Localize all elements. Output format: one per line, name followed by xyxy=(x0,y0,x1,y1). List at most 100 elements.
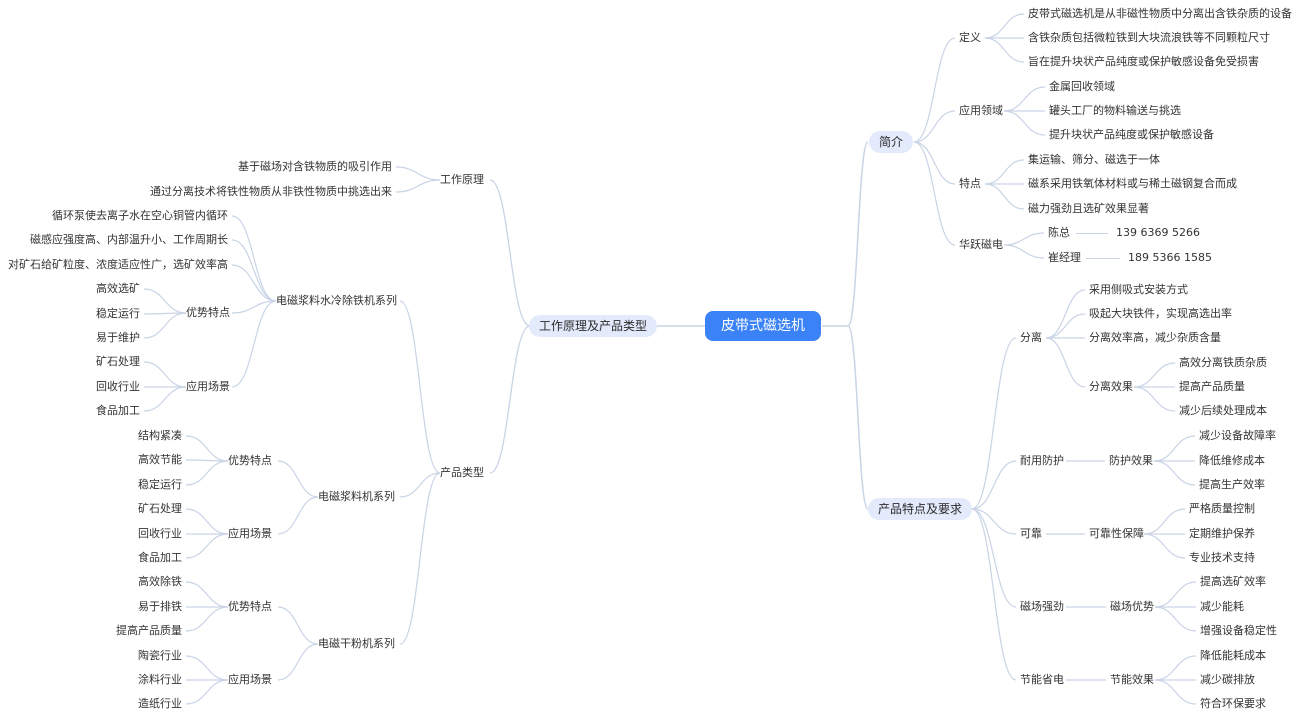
wet-cool-application[interactable]: 矿石处理 xyxy=(96,355,140,368)
slurry-application[interactable]: 食品加工 xyxy=(138,551,182,564)
contact-name[interactable]: 陈总 xyxy=(1048,226,1070,239)
connector xyxy=(277,460,319,498)
durable-node[interactable]: 耐用防护 xyxy=(1020,454,1064,467)
slurry-advantage[interactable]: 结构紧凑 xyxy=(138,429,182,442)
wet-cool-application[interactable]: 回收行业 xyxy=(96,380,140,393)
connector xyxy=(1133,362,1176,388)
product-types-node[interactable]: 产品类型 xyxy=(440,466,484,479)
application-field-item[interactable]: 罐头工厂的物料输送与挑选 xyxy=(1049,104,1181,117)
connector xyxy=(1003,232,1045,246)
magnetic-node[interactable]: 磁场强劲 xyxy=(1020,600,1064,613)
magnetic-advantage-item[interactable]: 增强设备稳定性 xyxy=(1200,624,1277,637)
wet-cool-application[interactable]: 食品加工 xyxy=(96,404,140,417)
magnetic-advantage-item[interactable]: 减少能耗 xyxy=(1200,600,1244,613)
wet-cool-note[interactable]: 循环泵使去离子水在空心铜管内循环 xyxy=(52,209,228,222)
separation-item[interactable]: 分离效率高，减少杂质含量 xyxy=(1089,331,1221,344)
working-principle-node[interactable]: 工作原理 xyxy=(440,173,484,186)
wet-cool-advantages-node[interactable]: 优势特点 xyxy=(186,306,230,319)
separation-item[interactable]: 采用侧吸式安装方式 xyxy=(1089,283,1188,296)
contact-name[interactable]: 崔经理 xyxy=(1048,251,1081,264)
wet-cool-advantage[interactable]: 易于维护 xyxy=(96,331,140,344)
feature-item[interactable]: 磁系采用铁氧体材料或与稀土磁钢复合而成 xyxy=(1028,177,1237,190)
application-field-item[interactable]: 提升块状产品纯度或保护敏感设备 xyxy=(1049,128,1214,141)
root-node[interactable]: 皮带式磁选机 xyxy=(705,311,821,341)
connector xyxy=(1154,606,1197,632)
energy-node[interactable]: 节能省电 xyxy=(1020,673,1064,686)
contact-phone[interactable]: 189 5366 1585 xyxy=(1128,251,1212,264)
protection-effect-node[interactable]: 防护效果 xyxy=(1109,454,1153,467)
energy-effect-item[interactable]: 减少碳排放 xyxy=(1200,673,1255,686)
protection-effect-item[interactable]: 提高生产效率 xyxy=(1199,478,1265,491)
reliability-item[interactable]: 严格质量控制 xyxy=(1189,502,1255,515)
connector xyxy=(231,239,277,302)
separation-node[interactable]: 分离 xyxy=(1020,331,1042,344)
connector xyxy=(1045,289,1086,339)
separation-effect-item[interactable]: 提高产品质量 xyxy=(1179,380,1245,393)
magnetic-advantage-node[interactable]: 磁场优势 xyxy=(1110,600,1154,613)
wet-cool-advantage[interactable]: 高效选矿 xyxy=(96,282,140,295)
definition-item[interactable]: 旨在提升块状产品纯度或保护敏感设备免受损害 xyxy=(1028,55,1259,68)
slurry-series-node[interactable]: 电磁浆料机系列 xyxy=(318,490,395,503)
reliability-item[interactable]: 定期维护保养 xyxy=(1189,527,1255,540)
dry-advantage[interactable]: 提高产品质量 xyxy=(116,624,182,637)
intro-node[interactable]: 简介 xyxy=(868,131,914,153)
separation-item[interactable]: 吸起大块铁件，实现高选出率 xyxy=(1089,307,1232,320)
working-item[interactable]: 基于磁场对含铁物质的吸引作用 xyxy=(238,160,392,173)
connector xyxy=(1143,508,1186,535)
feature-item[interactable]: 磁力强劲且选矿效果显著 xyxy=(1028,202,1149,215)
protection-effect-item[interactable]: 降低维修成本 xyxy=(1199,454,1265,467)
connector xyxy=(185,655,229,681)
definition-item[interactable]: 皮带式磁选机是从非磁性物质中分离出含铁杂质的设备 xyxy=(1028,7,1292,20)
dry-applications-node[interactable]: 应用场景 xyxy=(228,673,272,686)
slurry-advantage[interactable]: 稳定运行 xyxy=(138,478,182,491)
protection-effect-item[interactable]: 减少设备故障率 xyxy=(1199,429,1276,442)
energy-effect-node[interactable]: 节能效果 xyxy=(1110,673,1154,686)
separation-effect-item[interactable]: 高效分离铁质杂质 xyxy=(1179,356,1267,369)
dry-series-node[interactable]: 电磁干粉机系列 xyxy=(318,637,395,650)
reliability-item[interactable]: 专业技术支持 xyxy=(1189,551,1255,564)
reliable-node[interactable]: 可靠 xyxy=(1020,527,1042,540)
separation-effect-node[interactable]: 分离效果 xyxy=(1089,380,1133,393)
left-main-node[interactable]: 工作原理及产品类型 xyxy=(528,315,658,337)
company-node[interactable]: 华跃磁电 xyxy=(959,238,1003,251)
dry-application[interactable]: 造纸行业 xyxy=(138,697,182,710)
energy-effect-item[interactable]: 符合环保要求 xyxy=(1200,697,1266,710)
feature-node[interactable]: 特点 xyxy=(959,177,981,190)
connector xyxy=(185,679,229,705)
application-field-item[interactable]: 金属回收领域 xyxy=(1049,80,1115,93)
reliability-node[interactable]: 可靠性保障 xyxy=(1089,527,1144,540)
connector xyxy=(847,141,869,327)
contact-phone[interactable]: 139 6369 5266 xyxy=(1116,226,1200,239)
wet-cool-note[interactable]: 对矿石给矿粒度、浓度适应性广，选矿效率高 xyxy=(8,258,228,271)
dry-advantages-node[interactable]: 优势特点 xyxy=(228,600,272,613)
connector xyxy=(913,141,956,246)
separation-effect-item[interactable]: 减少后续处理成本 xyxy=(1179,404,1267,417)
slurry-advantage[interactable]: 高效节能 xyxy=(138,453,182,466)
slurry-advantages-node[interactable]: 优势特点 xyxy=(228,454,272,467)
application-field-node[interactable]: 应用领域 xyxy=(959,104,1003,117)
wet-cool-series-node[interactable]: 电磁浆料水冷除铁机系列 xyxy=(276,294,397,307)
definition-node[interactable]: 定义 xyxy=(959,31,981,44)
connector xyxy=(143,288,187,314)
dry-advantage[interactable]: 高效除铁 xyxy=(138,575,182,588)
connector xyxy=(984,159,1025,185)
connector xyxy=(1153,460,1196,486)
energy-effect-item[interactable]: 降低能耗成本 xyxy=(1200,649,1266,662)
connector xyxy=(399,300,441,474)
dry-advantage[interactable]: 易于排铁 xyxy=(138,600,182,613)
slurry-application[interactable]: 矿石处理 xyxy=(138,502,182,515)
dry-application[interactable]: 陶瓷行业 xyxy=(138,649,182,662)
feature-item[interactable]: 集运输、筛分、磁选于一体 xyxy=(1028,153,1160,166)
working-item[interactable]: 通过分离技术将铁性物质从非铁性物质中挑选出来 xyxy=(150,185,392,198)
connector xyxy=(971,508,1017,608)
wet-cool-advantage[interactable]: 稳定运行 xyxy=(96,307,140,320)
magnetic-advantage-item[interactable]: 提高选矿效率 xyxy=(1200,575,1266,588)
dry-application[interactable]: 涂料行业 xyxy=(138,673,182,686)
connector xyxy=(1133,386,1176,412)
wet-cool-note[interactable]: 磁感应强度高、内部温升小、工作周期长 xyxy=(30,233,228,246)
wet-cool-applications-node[interactable]: 应用场景 xyxy=(186,380,230,393)
slurry-applications-node[interactable]: 应用场景 xyxy=(228,527,272,540)
features-node[interactable]: 产品特点及要求 xyxy=(867,498,973,520)
definition-item[interactable]: 含铁杂质包括微粒铁到大块流浪铁等不同颗粒尺寸 xyxy=(1028,31,1270,44)
slurry-application[interactable]: 回收行业 xyxy=(138,527,182,540)
